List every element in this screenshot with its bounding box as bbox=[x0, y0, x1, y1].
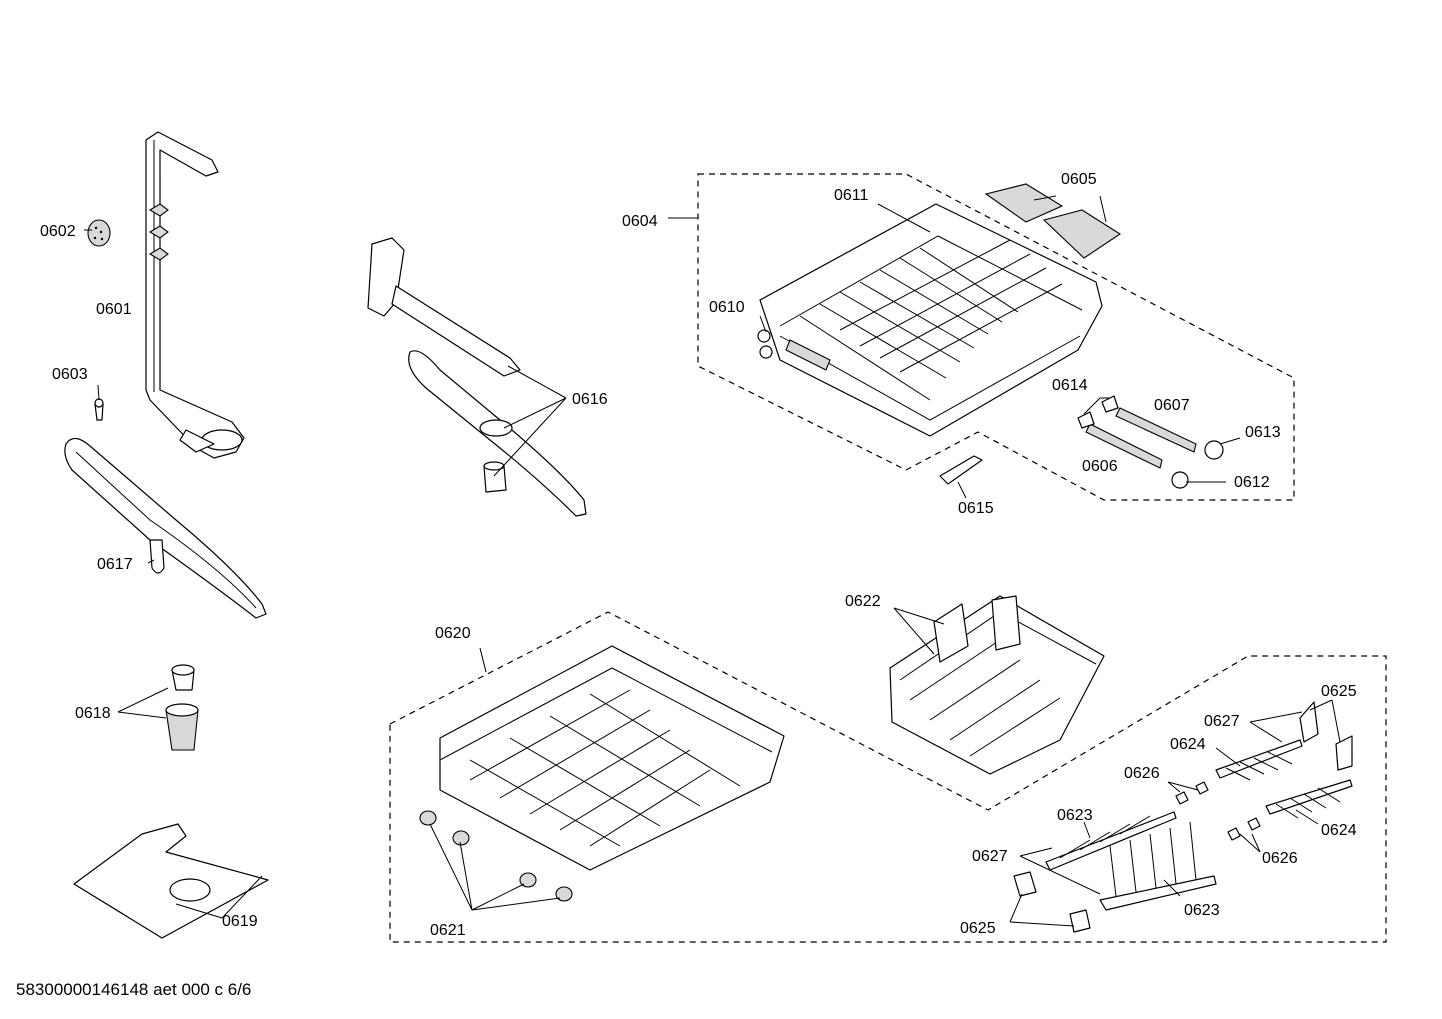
part-0602-cap bbox=[87, 219, 111, 247]
label-0610: 0610 bbox=[709, 299, 745, 316]
part-0620-lower-rack bbox=[439, 645, 785, 871]
part-0617-spray-arm bbox=[64, 437, 267, 619]
part-0615-handle bbox=[939, 455, 983, 485]
label-0623-top: 0623 bbox=[1057, 807, 1093, 824]
label-0616: 0616 bbox=[572, 391, 608, 408]
label-0615: 0615 bbox=[958, 500, 994, 517]
part-0626-clips bbox=[1175, 781, 1261, 841]
label-0625-bottom: 0625 bbox=[960, 920, 996, 937]
document-reference: 58300000146148 aet 000 c 6/6 bbox=[16, 980, 252, 999]
part-0613-wheel bbox=[1204, 440, 1224, 460]
label-0620: 0620 bbox=[435, 625, 471, 642]
label-0606: 0606 bbox=[1082, 458, 1118, 475]
label-0624-top: 0624 bbox=[1170, 736, 1206, 753]
part-0623-tine-row-upper bbox=[1045, 811, 1177, 871]
label-0601: 0601 bbox=[96, 301, 132, 318]
label-0624-bottom: 0624 bbox=[1321, 822, 1357, 839]
label-0619: 0619 bbox=[222, 913, 258, 930]
part-0605-clips bbox=[984, 183, 1122, 259]
part-0611-upper-rack bbox=[757, 203, 1103, 437]
part-0623-tine-row-lower bbox=[1099, 821, 1217, 911]
callout-labels: 0602 0601 0603 0617 0618 0619 0616 0604 … bbox=[40, 171, 1357, 939]
part-0619-plate bbox=[73, 823, 269, 939]
label-0604: 0604 bbox=[622, 213, 658, 230]
part-0625-brackets-bottom bbox=[1013, 871, 1091, 933]
part-0621-wheels bbox=[419, 810, 573, 902]
leader-lines bbox=[84, 195, 1341, 927]
label-0626-bottom: 0626 bbox=[1262, 850, 1298, 867]
part-0625-brackets-top bbox=[1299, 701, 1353, 771]
label-0614: 0614 bbox=[1052, 377, 1088, 394]
part-0612-wheel bbox=[1171, 471, 1189, 489]
label-0605: 0605 bbox=[1061, 171, 1097, 188]
label-0607: 0607 bbox=[1154, 397, 1190, 414]
label-0613: 0613 bbox=[1245, 424, 1281, 441]
label-0621: 0621 bbox=[430, 922, 466, 939]
group-0604-boundary bbox=[697, 173, 1295, 501]
label-0625-top: 0625 bbox=[1321, 683, 1357, 700]
label-0627-top: 0627 bbox=[1204, 713, 1240, 730]
part-0618-filter-set bbox=[165, 664, 199, 751]
part-0622-cutlery-basket bbox=[889, 595, 1105, 775]
part-0624-tine-row-upper bbox=[1215, 739, 1303, 781]
part-0624-tine-row-lower bbox=[1265, 779, 1353, 819]
label-0626-top: 0626 bbox=[1124, 765, 1160, 782]
label-0623-bottom: 0623 bbox=[1184, 902, 1220, 919]
label-0622: 0622 bbox=[845, 593, 881, 610]
part-0603-screw bbox=[94, 398, 104, 421]
label-0618: 0618 bbox=[75, 705, 111, 722]
part-0616-spray-arm-assembly bbox=[367, 237, 587, 517]
label-0611: 0611 bbox=[834, 187, 869, 204]
label-0617: 0617 bbox=[97, 556, 133, 573]
label-0603: 0603 bbox=[52, 366, 88, 383]
part-0601-spray-pipe bbox=[145, 131, 245, 459]
label-0602: 0602 bbox=[40, 223, 76, 240]
label-0627-bottom: 0627 bbox=[972, 848, 1008, 865]
label-0612: 0612 bbox=[1234, 474, 1270, 491]
